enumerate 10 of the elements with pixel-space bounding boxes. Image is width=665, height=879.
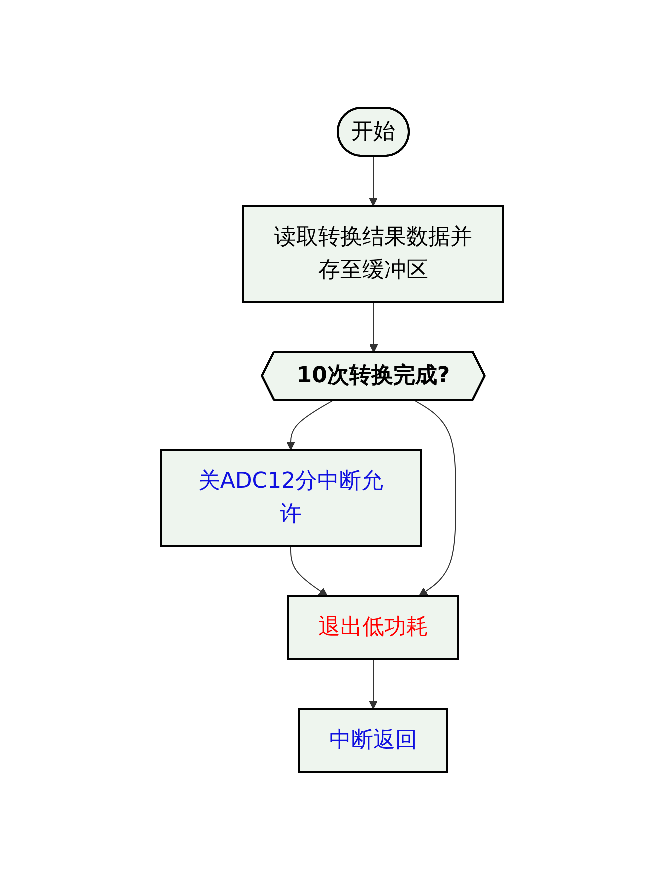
node-box: 关ADC12分中断允许 — [160, 448, 422, 546]
arrow — [290, 545, 328, 596]
node-box: 读取转换结果数据并存至缓冲区 — [242, 204, 505, 302]
arrow — [369, 658, 378, 709]
arrow — [369, 156, 378, 206]
arrow — [414, 400, 457, 596]
node-box: 中断返回 — [298, 708, 449, 772]
node-box: 退出低功耗 — [288, 594, 460, 660]
arrow — [286, 400, 334, 450]
arrow — [370, 301, 378, 352]
